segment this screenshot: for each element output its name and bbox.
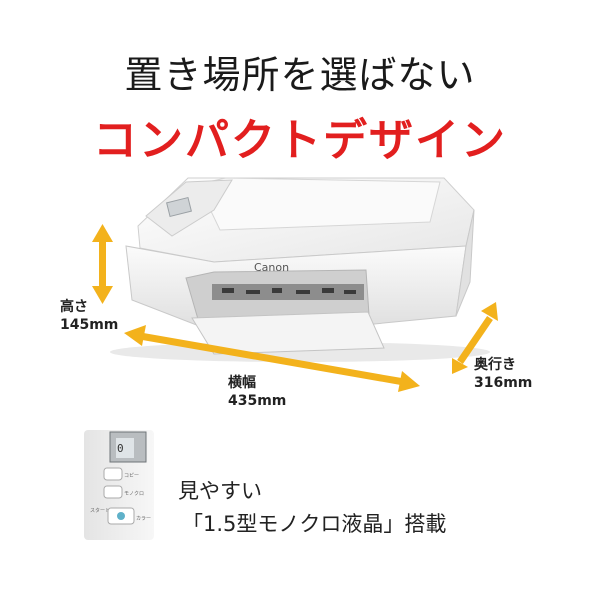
start-label: スタート <box>90 507 110 514</box>
width-dimension: 横幅 435mm <box>228 374 286 410</box>
headline-line-1: 置き場所を選ばない <box>124 53 476 97</box>
mono-button-label: モノクロ <box>124 491 144 497</box>
width-value: 435mm <box>228 393 287 409</box>
start-icon <box>117 512 125 520</box>
control-panel-closeup: 0 コピー モノクロ スタート カラー <box>84 430 154 540</box>
depth-arrow <box>452 302 498 374</box>
depth-dimension: 奥行き 316mm <box>474 356 532 392</box>
width-label: 横幅 <box>228 375 256 391</box>
copy-button-label: コピー <box>124 473 139 479</box>
printer-image: Canon <box>110 177 490 362</box>
height-label: 高さ <box>60 299 88 315</box>
height-dimension: 高さ 145mm <box>60 298 118 334</box>
lcd-number: 0 <box>117 442 124 455</box>
feature-line-2: 「1.5型モノクロ液晶」搭載 <box>182 512 447 536</box>
feature-line-1: 見やすい <box>178 479 262 503</box>
depth-value: 316mm <box>474 375 533 391</box>
height-arrow <box>92 224 113 304</box>
color-button-label: カラー <box>136 516 151 522</box>
printer-brand-logo: Canon <box>254 261 289 274</box>
height-value: 145mm <box>60 317 119 333</box>
mono-button <box>103 485 123 499</box>
width-arrow <box>124 325 420 392</box>
copy-button <box>103 467 123 481</box>
depth-label: 奥行き <box>474 357 516 373</box>
headline-line-2: コンパクトデザイン <box>93 115 507 166</box>
